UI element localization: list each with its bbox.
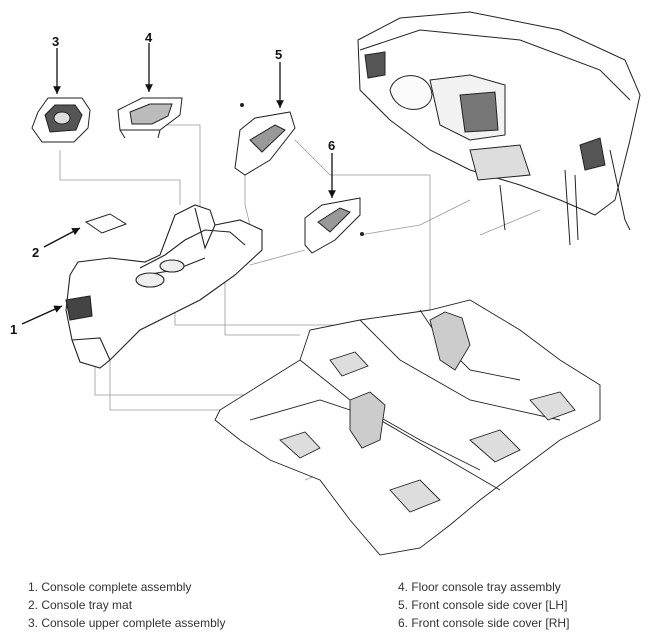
console-tray-mat <box>84 213 128 234</box>
legend-item-2: 2. Console tray mat <box>28 598 133 612</box>
legend-right-column: 4. Floor console tray assembly 5. Front … <box>398 578 569 632</box>
callout-2: 2 <box>32 245 40 260</box>
legend-item-1: 1. Console complete assembly <box>28 580 192 594</box>
legend-item-6: 6. Front console side cover [RH] <box>398 616 570 630</box>
legend-item-3: 3. Console upper complete assembly <box>28 616 226 630</box>
console-complete-assembly <box>65 204 263 369</box>
dashboard <box>357 11 641 246</box>
floor-console-tray <box>117 97 183 139</box>
callout-4: 4 <box>145 30 153 45</box>
callout-arrow-1 <box>21 305 63 325</box>
side-cover-rh <box>304 197 364 254</box>
callout-arrow-2 <box>43 227 81 248</box>
legend-item-5: 5. Front console side cover [LH] <box>398 598 568 612</box>
exploded-parts-diagram <box>21 11 641 556</box>
side-cover-lh <box>234 103 296 176</box>
floor-panel <box>214 299 601 556</box>
callout-1: 1 <box>10 322 18 337</box>
legend-item-4: 4. Floor console tray assembly <box>398 580 561 594</box>
callout-6: 6 <box>328 138 336 153</box>
console-upper-assembly <box>31 97 91 143</box>
legend-left-column: 1. Console complete assembly 2. Console … <box>28 578 225 632</box>
callout-3: 3 <box>52 34 60 49</box>
callout-5: 5 <box>275 47 283 62</box>
